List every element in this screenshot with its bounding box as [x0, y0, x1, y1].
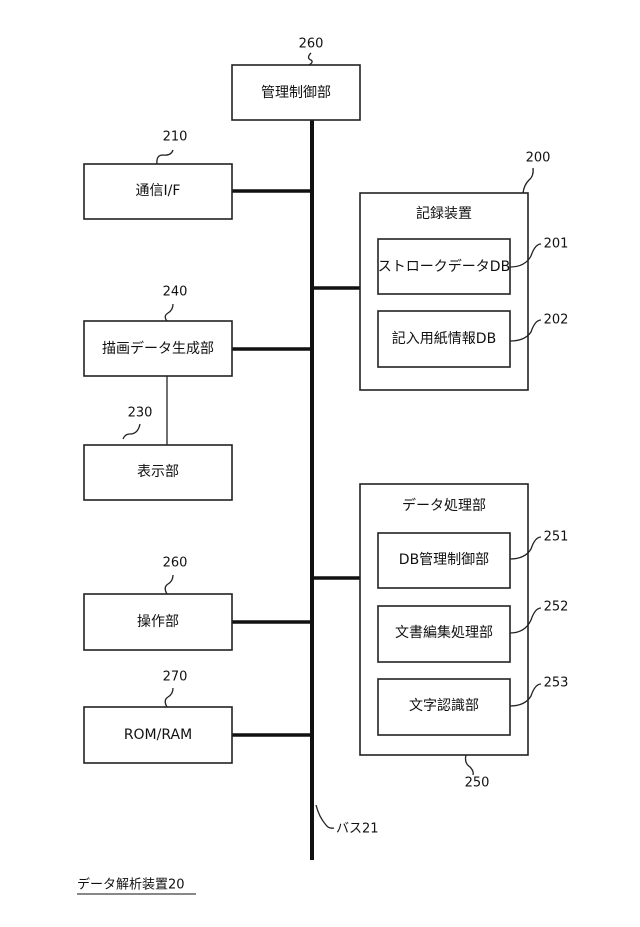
ref-number: 230: [128, 406, 153, 421]
block-label: 管理制御部: [261, 85, 331, 101]
figure-caption: データ解析装置20: [77, 877, 185, 893]
ref-number: 250: [465, 776, 490, 791]
block-label: 操作部: [137, 614, 179, 630]
block-label: ROM/RAM: [124, 727, 192, 743]
stroke-data-db-block: ストロークデータDB 201: [378, 237, 569, 295]
entry-form-info-db-block: 記入用紙情報DB 202: [378, 311, 568, 367]
ref-number: 251: [544, 530, 569, 545]
ref-number: 200: [526, 151, 551, 166]
block-label: データ処理部: [402, 497, 486, 514]
operation-block: 操作部 260: [84, 556, 232, 651]
ref-number: 201: [544, 237, 569, 252]
block-label: 記録装置: [416, 205, 472, 222]
ref-number: 260: [163, 556, 188, 571]
block-label: 描画データ生成部: [102, 340, 214, 357]
ref-number: 270: [163, 670, 188, 685]
block-label: DB管理制御部: [399, 552, 489, 568]
block-label: 記入用紙情報DB: [392, 330, 496, 347]
document-editing-block: 文書編集処理部 252: [378, 600, 568, 663]
bus-label: バス21: [336, 822, 379, 837]
ref-number: 252: [544, 600, 569, 615]
comm-if-block: 通信I/F 210: [84, 130, 232, 220]
management-control-block: 管理制御部 260: [232, 37, 360, 121]
block-label: 表示部: [137, 464, 179, 480]
block-label: 通信I/F: [136, 183, 181, 199]
recording-device-block: 記録装置 200 ストロークデータDB 201 記入用紙情報DB 202: [360, 151, 568, 391]
drawing-data-generator-block: 描画データ生成部 240: [84, 285, 232, 377]
db-management-control-block: DB管理制御部 251: [378, 530, 568, 589]
block-label: 文書編集処理部: [395, 624, 493, 641]
ref-number: 253: [544, 676, 569, 691]
block-label: ストロークデータDB: [378, 258, 510, 275]
ref-number: 210: [163, 130, 188, 145]
block-label: 文字認識部: [409, 698, 479, 714]
display-block: 表示部 230: [84, 406, 232, 501]
ref-number: 202: [544, 313, 569, 328]
character-recognition-block: 文字認識部 253: [378, 676, 568, 736]
ref-number: 240: [163, 285, 188, 300]
rom-ram-block: ROM/RAM 270: [84, 670, 232, 764]
data-processing-block: データ処理部 250 DB管理制御部 251 文書編集処理部 252 文字認識部…: [360, 484, 568, 791]
ref-number: 260: [299, 37, 324, 52]
